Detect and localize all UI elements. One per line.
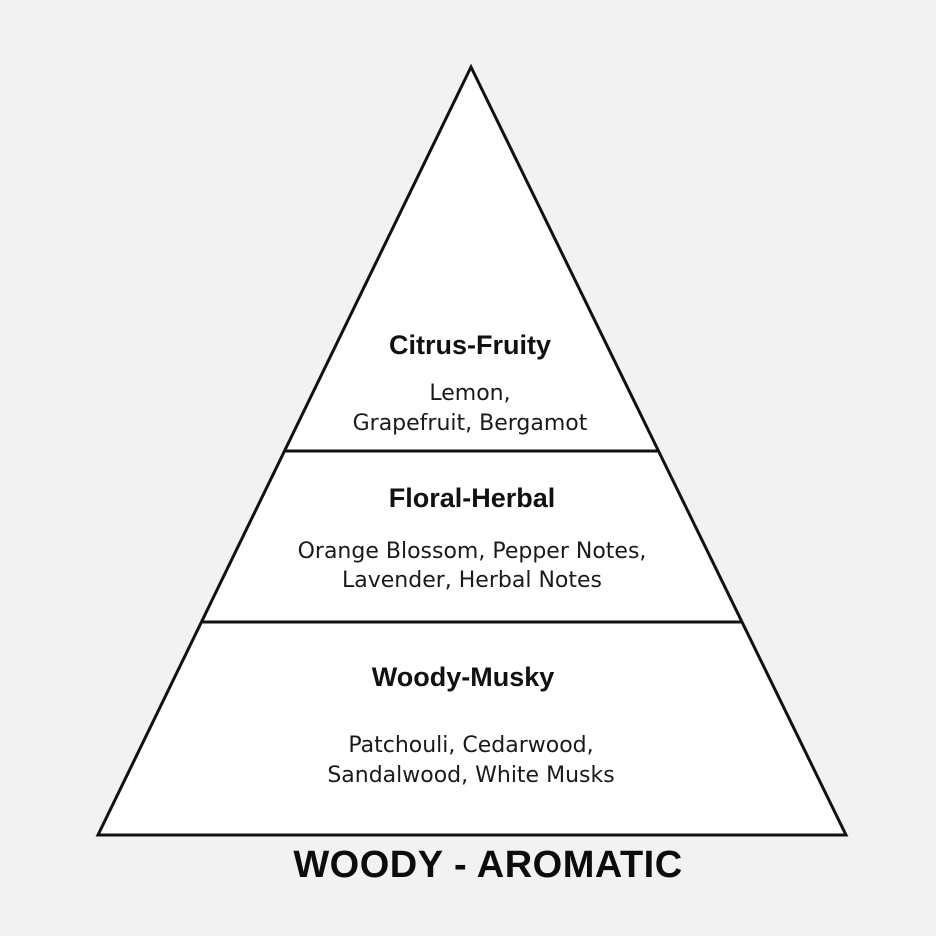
tier-notes-bottom-line-1: Patchouli, Cedarwood, [348,733,593,758]
tier-notes-top-line-2: Grapefruit, Bergamot [353,411,588,436]
tier-notes-bottom-line-2: Sandalwood, White Musks [327,763,614,788]
tier-title-bottom: Woody-Musky [372,662,555,692]
fragrance-family-title: WOODY - AROMATIC [293,844,683,886]
tier-notes-top-line-1: Lemon, [429,381,510,406]
tier-title-top: Citrus-Fruity [389,330,551,360]
tier-notes-middle-line-2: Lavender, Herbal Notes [342,568,602,593]
tier-notes-middle-line-1: Orange Blossom, Pepper Notes, [298,539,647,564]
tier-title-middle: Floral-Herbal [389,483,556,513]
